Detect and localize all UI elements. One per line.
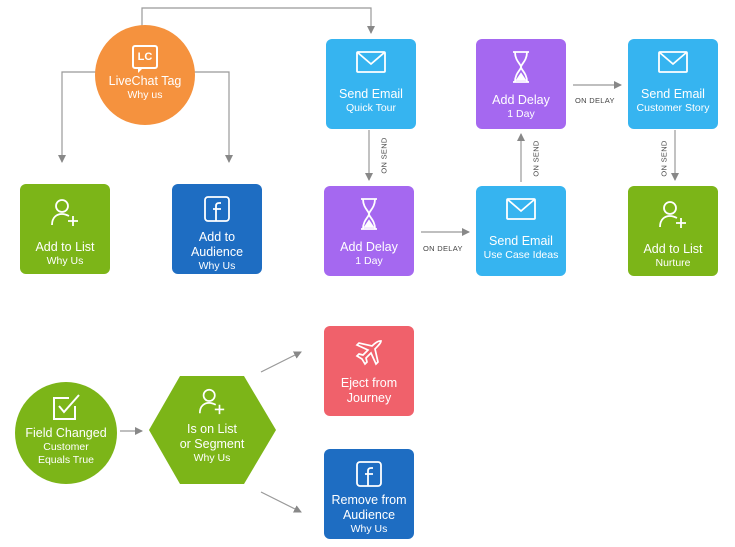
add-delay-node-2[interactable]: Add Delay 1 Day: [476, 39, 566, 129]
add-to-list-title: Add to List: [35, 240, 95, 254]
edge-is-on-list-to-eject: [260, 351, 302, 373]
eject-title-2: Journey: [346, 391, 392, 405]
livechat-icon: LC: [132, 45, 158, 73]
hourglass-icon: [361, 198, 377, 230]
send-email-title: Send Email: [489, 234, 553, 248]
add-to-audience-title-2: Audience: [190, 245, 244, 259]
edge-label-on-send-3: ON SEND: [659, 140, 669, 177]
add-to-list-title: Add to List: [643, 242, 703, 256]
airplane-icon: [355, 340, 382, 366]
remove-audience-title-2: Audience: [342, 508, 396, 522]
remove-audience-title-1: Remove from: [331, 493, 407, 507]
field-changed-node[interactable]: Field Changed Customer Equals True: [15, 382, 117, 484]
add-user-icon: [659, 201, 686, 228]
send-email-customer-story-node[interactable]: Send Email Customer Story: [628, 39, 718, 129]
is-on-list-title-1: Is on List: [186, 422, 238, 436]
add-delay-subtitle: 1 Day: [507, 108, 535, 120]
add-user-icon: [51, 199, 78, 226]
add-to-audience-node[interactable]: Add to Audience Why Us: [172, 184, 262, 274]
remove-audience-subtitle: Why Us: [350, 523, 388, 535]
add-to-list-why-us-node[interactable]: Add to List Why Us: [20, 184, 110, 274]
livechat-title: LiveChat Tag: [108, 74, 182, 88]
is-on-list-node[interactable]: Is on List or Segment Why Us: [160, 386, 264, 482]
email-icon: [356, 51, 386, 73]
add-to-audience-subtitle: Why Us: [198, 260, 236, 272]
field-changed-subtitle-1: Customer: [43, 441, 89, 453]
add-to-audience-title-1: Add to: [198, 230, 236, 244]
send-email-quick-tour-node[interactable]: Send Email Quick Tour: [326, 39, 416, 129]
is-on-list-subtitle: Why Us: [193, 452, 231, 464]
field-changed-subtitle-2: Equals True: [37, 454, 95, 466]
email-icon: [506, 198, 536, 220]
edge-livechat-to-add-audience: [188, 71, 233, 163]
send-email-title: Send Email: [339, 87, 403, 101]
edge-label-on-send-2: ON SEND: [531, 140, 541, 177]
add-to-list-nurture-node[interactable]: Add to List Nurture: [628, 186, 718, 276]
eject-from-journey-node[interactable]: Eject from Journey: [324, 326, 414, 416]
edge-label-on-send-1: ON SEND: [379, 137, 389, 174]
add-delay-node-1[interactable]: Add Delay 1 Day: [324, 186, 414, 276]
send-email-use-case-node[interactable]: Send Email Use Case Ideas: [476, 186, 566, 276]
send-email-title: Send Email: [641, 87, 705, 101]
checkbox-icon: [53, 394, 80, 420]
add-delay-title: Add Delay: [492, 93, 550, 107]
edge-livechat-to-add-list: [58, 71, 97, 163]
add-to-list-subtitle: Nurture: [655, 257, 691, 269]
livechat-tag-node[interactable]: LC LiveChat Tag Why us: [95, 25, 195, 125]
remove-from-audience-node[interactable]: Remove from Audience Why Us: [324, 449, 414, 539]
field-changed-title: Field Changed: [25, 426, 107, 440]
edge-label-on-delay-1: ON DELAY: [423, 244, 463, 253]
add-user-icon: [198, 388, 225, 415]
facebook-icon: [204, 196, 230, 222]
hourglass-icon: [513, 51, 529, 83]
livechat-subtitle: Why us: [127, 89, 163, 101]
add-to-list-subtitle: Why Us: [46, 255, 84, 267]
email-icon: [658, 51, 688, 73]
facebook-icon: [356, 461, 382, 487]
is-on-list-title-2: or Segment: [179, 437, 245, 451]
eject-title-1: Eject from: [340, 376, 398, 390]
add-delay-subtitle: 1 Day: [355, 255, 383, 267]
is-on-list-hexagon: [149, 376, 276, 484]
send-email-subtitle: Customer Story: [636, 102, 710, 114]
edge-livechat-to-send-quick-tour: [141, 7, 375, 34]
edge-is-on-list-to-remove: [260, 491, 302, 513]
add-delay-title: Add Delay: [340, 240, 398, 254]
edge-label-on-delay-2: ON DELAY: [575, 96, 615, 105]
send-email-subtitle: Quick Tour: [346, 102, 396, 114]
send-email-subtitle: Use Case Ideas: [483, 249, 559, 261]
